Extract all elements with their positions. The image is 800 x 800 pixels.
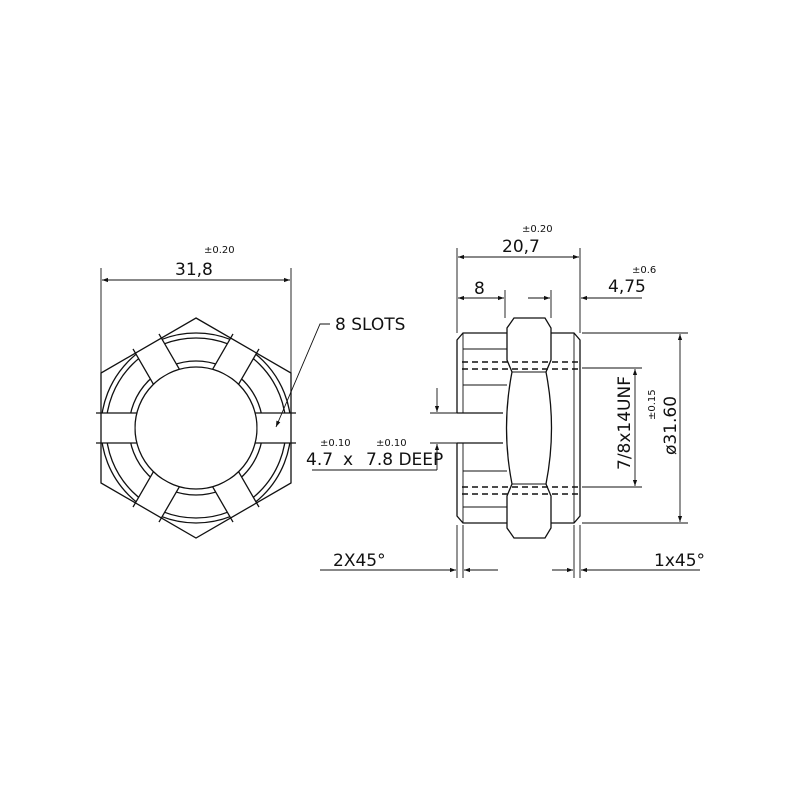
slot [132,332,181,385]
slot [211,332,260,385]
slot-depth-value: 7.8 DEEP [366,450,443,470]
left-width-value: 8 [474,279,485,299]
slot-width-tolerance: ±0.10 [320,438,351,449]
side-view: 20,7 ±0.20 8 4,75 ±0.6 7/8x14UNF ø31.60 … [306,224,705,578]
slot-width-value: 4.7 [306,450,333,470]
thread-value: 7/8x14UNF [615,376,635,470]
width-dimension: 31,8 ±0.20 [100,245,292,373]
front-view: 31,8 ±0.20 8 SLOTS [94,245,405,539]
hex-body-side [505,317,553,539]
slot [132,471,181,524]
right-collar [551,332,581,524]
slots-callout: 8 SLOTS [275,315,405,428]
slot-depth-tolerance: ±0.10 [376,438,407,449]
thread-hidden-lines [462,361,578,495]
chamfer-right-label: 1x45° [654,551,705,571]
chamfer-left-dimension: 2X45° [320,525,498,578]
slot-dimension: 4.7 ±0.10 x 7.8 DEEP ±0.10 [306,388,457,471]
diameter-tolerance: ±0.15 [647,389,658,420]
left-collar [456,332,507,524]
hex-nut-front [94,317,298,539]
right-width-value: 4,75 [608,277,646,297]
length-value: 20,7 [502,237,540,257]
slots-label: 8 SLOTS [335,315,405,335]
diameter-dimension: ø31.60 ±0.15 [582,332,688,524]
slot-sep: x [343,450,353,470]
slot [211,471,260,524]
width-value: 31,8 [175,260,213,280]
width-tolerance: ±0.20 [204,245,235,256]
chamfer-left-label: 2X45° [333,551,386,571]
thread-dimension: 7/8x14UNF [582,367,642,488]
left-width-dimension: 8 [458,279,552,318]
right-width-tolerance: ±0.6 [632,265,656,276]
length-tolerance: ±0.20 [522,224,553,235]
diameter-value: ø31.60 [661,396,681,455]
chamfer-right-dimension: 1x45° [552,525,705,578]
right-width-dimension: 4,75 ±0.6 [528,265,656,301]
bore-circle [134,366,258,490]
length-dimension: 20,7 ±0.20 [456,224,581,333]
